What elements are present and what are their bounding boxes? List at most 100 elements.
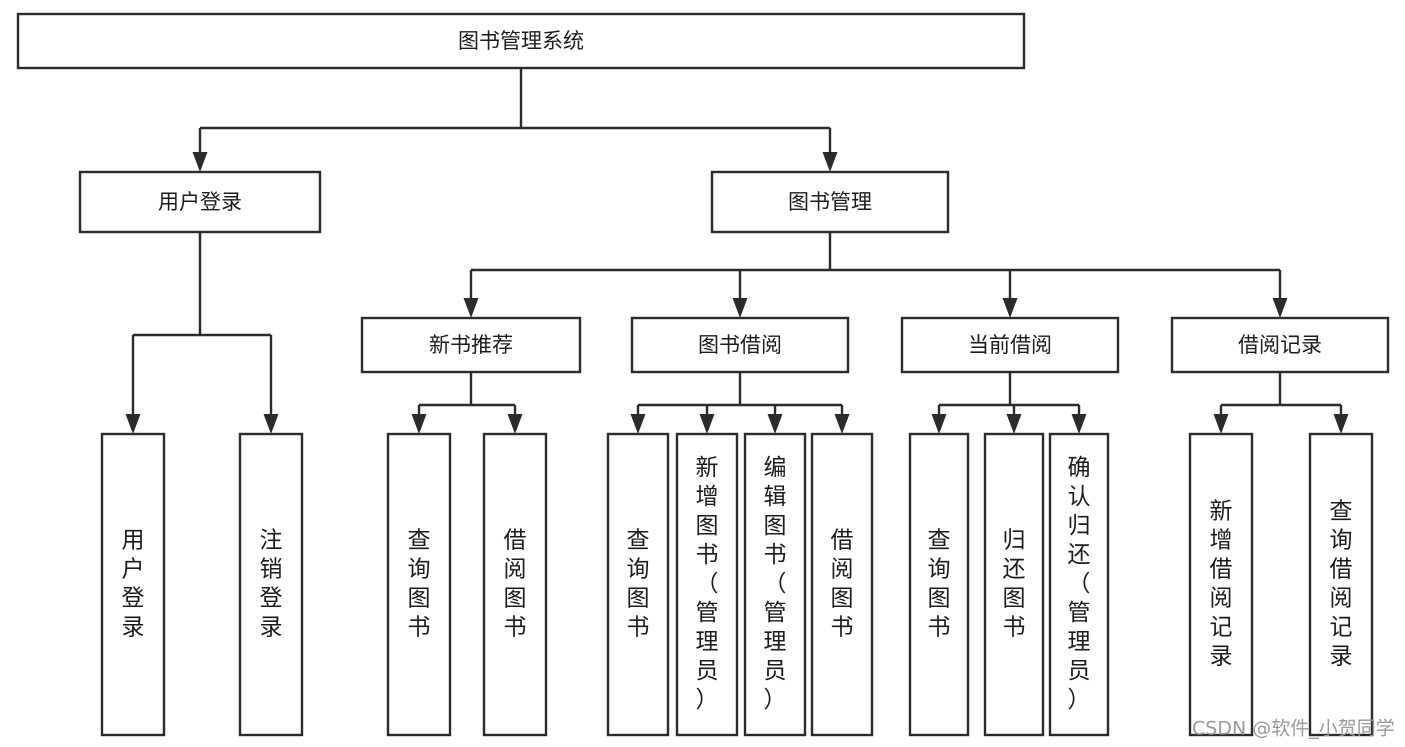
node-book-manage[interactable]: 图书管理 [710, 170, 950, 234]
node-user-login[interactable]: 用户登录 [78, 170, 322, 234]
csdn-watermark: CSDN @软件_小贺同学 [1192, 718, 1395, 740]
node-box-book-manage[interactable] [710, 170, 950, 234]
node-label-leaf-borrow-book-bor-char-0: 借 [831, 528, 854, 554]
node-label-leaf-add-borrow-record-char-4: 记 [1210, 615, 1233, 641]
connector-borrowrecord_to_leaves-drop-1-arrowhead [1333, 414, 1349, 434]
connector-newbookrec_to_leaves-drop-0-arrowhead [411, 414, 427, 434]
connector-newbookrec_to_leaves-drop-1-arrowhead [507, 414, 523, 434]
node-label-leaf-query-book-cur-char-2: 图 [928, 586, 951, 612]
connector-bookborrow_to_leaves-drop-3-arrowhead [834, 414, 850, 434]
node-box-leaf-borrow-book-rec[interactable] [482, 432, 548, 737]
node-label-leaf-query-borrow-record-char-1: 询 [1330, 528, 1353, 554]
node-label-book-manage: 图书管理 [788, 190, 872, 214]
node-label-leaf-query-book-rec-char-1: 询 [408, 557, 431, 583]
node-box-leaf-query-book-cur[interactable] [908, 432, 970, 737]
node-borrow-record[interactable]: 借阅记录 [1170, 316, 1390, 374]
node-root[interactable]: 图书管理系统 [16, 12, 1026, 70]
node-label-leaf-user-login-char-3: 录 [122, 615, 145, 641]
node-label-leaf-user-logout-char-2: 登 [260, 586, 283, 612]
connector-bookmanage_to_level2-drop-1-arrowhead [732, 298, 748, 318]
node-label-leaf-add-borrow-record-char-2: 借 [1210, 557, 1233, 583]
node-label-leaf-user-logout-char-1: 销 [260, 557, 283, 583]
node-label-leaf-add-book-admin-char-2: 图 [696, 513, 719, 539]
node-label-leaf-query-borrow-record-char-4: 记 [1330, 615, 1353, 641]
node-box-leaf-edit-book-admin[interactable] [743, 432, 807, 737]
connector-currentborrow_to_leaves-drop-0-arrowhead [931, 414, 947, 434]
node-label-leaf-query-book-rec-char-0: 查 [408, 528, 431, 554]
node-label-leaf-edit-book-admin-char-1: 辑 [764, 484, 787, 510]
node-label-leaf-query-borrow-record-char-3: 阅 [1330, 586, 1353, 612]
connector-bookmanage_to_level2-drop-3-arrowhead [1272, 298, 1288, 318]
node-box-book-borrow[interactable] [630, 316, 850, 374]
node-box-current-borrow[interactable] [900, 316, 1120, 374]
node-label-leaf-add-book-admin-char-8: ） [696, 687, 719, 713]
node-label-leaf-borrow-book-rec-char-0: 借 [504, 528, 527, 554]
node-label-leaf-add-borrow-record-char-1: 增 [1210, 528, 1233, 554]
node-label-book-borrow: 图书借阅 [698, 333, 782, 357]
node-leaf-user-login[interactable]: 用户登录 [100, 432, 166, 737]
nodes-layer: 图书管理系统用户登录图书管理新书推荐图书借阅当前借阅借阅记录用户登录注销登录查询… [16, 12, 1390, 737]
node-label-leaf-edit-book-admin-char-0: 编 [764, 455, 787, 481]
node-box-leaf-query-book-rec[interactable] [386, 432, 452, 737]
node-label-leaf-query-book-cur-char-0: 查 [928, 528, 951, 554]
node-box-leaf-confirm-return-admin[interactable] [1048, 432, 1110, 737]
node-label-leaf-edit-book-admin-char-2: 图 [764, 513, 787, 539]
node-label-leaf-user-login-char-2: 登 [122, 586, 145, 612]
node-label-leaf-add-book-admin-char-7: 员 [696, 658, 719, 684]
node-label-leaf-user-logout-char-3: 录 [260, 615, 283, 641]
node-label-leaf-borrow-book-rec-char-3: 书 [504, 615, 527, 641]
node-box-leaf-add-borrow-record[interactable] [1188, 432, 1254, 737]
node-label-leaf-return-book-char-0: 归 [1003, 528, 1026, 554]
node-label-leaf-return-book-char-3: 书 [1003, 615, 1026, 641]
node-label-leaf-confirm-return-admin-char-3: 还 [1068, 542, 1091, 568]
node-label-leaf-confirm-return-admin-char-2: 归 [1068, 513, 1091, 539]
node-label-leaf-add-book-admin-char-1: 增 [696, 484, 719, 510]
connector-root_to_level1-drop-1-arrowhead [822, 152, 838, 172]
node-label-leaf-confirm-return-admin-char-0: 确 [1068, 455, 1091, 481]
node-label-leaf-add-borrow-record-char-3: 阅 [1210, 586, 1233, 612]
node-label-leaf-edit-book-admin-char-5: 管 [764, 600, 787, 626]
watermark-layer: CSDN @软件_小贺同学 [1192, 718, 1395, 740]
node-label-leaf-add-book-admin-char-3: 书 [696, 542, 719, 568]
connector-currentborrow_to_leaves-drop-1-arrowhead [1006, 414, 1022, 434]
node-box-leaf-borrow-book-bor[interactable] [810, 432, 874, 737]
node-label-leaf-edit-book-admin-char-6: 理 [764, 629, 787, 655]
node-label-leaf-confirm-return-admin-char-8: ） [1068, 687, 1091, 713]
node-current-borrow[interactable]: 当前借阅 [900, 316, 1120, 374]
node-box-new-book-rec[interactable] [360, 316, 582, 374]
node-label-borrow-record: 借阅记录 [1238, 333, 1322, 357]
node-box-user-login[interactable] [78, 170, 322, 234]
node-box-borrow-record[interactable] [1170, 316, 1390, 374]
node-box-leaf-user-logout[interactable] [238, 432, 304, 737]
node-box-root[interactable] [16, 12, 1026, 70]
node-new-book-rec[interactable]: 新书推荐 [360, 316, 582, 374]
node-label-leaf-query-book-bor-char-3: 书 [627, 615, 650, 641]
node-label-leaf-confirm-return-admin-char-6: 理 [1068, 629, 1091, 655]
node-box-leaf-add-book-admin[interactable] [675, 432, 739, 737]
node-box-leaf-return-book[interactable] [983, 432, 1045, 737]
node-book-borrow[interactable]: 图书借阅 [630, 316, 850, 374]
node-box-leaf-user-login[interactable] [100, 432, 166, 737]
node-label-current-borrow: 当前借阅 [968, 333, 1052, 357]
node-label-leaf-return-book-char-1: 还 [1003, 557, 1026, 583]
node-label-leaf-query-book-rec-char-3: 书 [408, 615, 431, 641]
node-box-leaf-query-book-bor[interactable] [606, 432, 670, 737]
connector-userlogin_to_leaves-drop-0-arrowhead [125, 414, 141, 434]
node-box-leaf-query-borrow-record[interactable] [1308, 432, 1374, 737]
node-label-leaf-user-login-char-1: 户 [122, 557, 145, 583]
connector-bookborrow_to_leaves-drop-1-arrowhead [699, 414, 715, 434]
node-label-leaf-borrow-book-bor-char-2: 图 [831, 586, 854, 612]
